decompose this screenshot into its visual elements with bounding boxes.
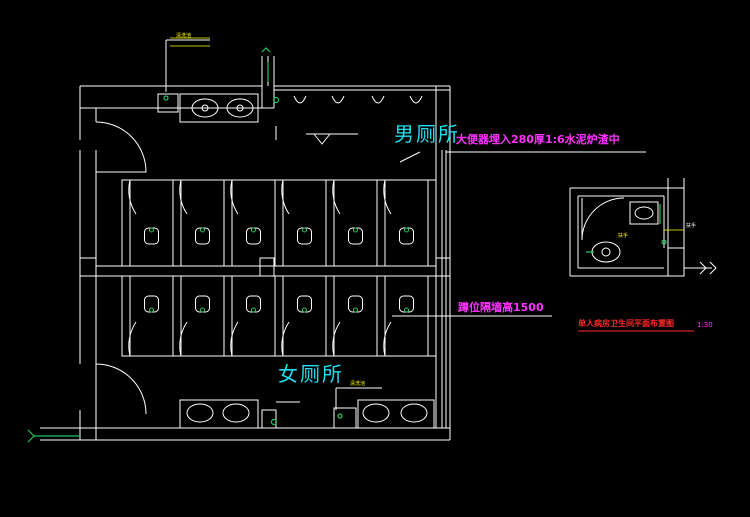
squat-toilet-icon (297, 295, 312, 313)
side-fixture-label: 扶手 (618, 233, 629, 239)
side-drawing-scale: 1:30 (697, 321, 713, 329)
column-icon (667, 247, 685, 277)
mop-sink-note-top (170, 37, 210, 47)
squat-toilet-icon (297, 227, 312, 245)
door-swing-arc-icon (230, 321, 239, 357)
mop-sink-note-top-label: 清洗池 (176, 33, 192, 39)
stall-partition (427, 179, 437, 267)
door-swing-arc-icon (383, 321, 392, 357)
door-swing-arc-icon (128, 179, 137, 215)
urinal-row (293, 95, 423, 104)
door-swing-arc-icon (332, 179, 341, 215)
squat-toilet-icon (195, 295, 210, 313)
door-swing-arc-icon (383, 179, 392, 215)
urinal-icon (371, 95, 385, 104)
door-swing-arc-icon (281, 321, 290, 357)
toilet-icon (629, 201, 659, 225)
squat-toilet-icon (348, 295, 363, 313)
squat-toilet-icon (399, 227, 414, 245)
side-drawing-title: 单人病房卫生间平面布置图 (578, 319, 674, 328)
door-swing-arc-icon (95, 121, 147, 415)
wash-basin-icon (400, 403, 428, 423)
door-swing-arc-icon (332, 321, 341, 357)
mop-sink-note-bottom-label: 清洗池 (350, 381, 366, 387)
door-swing-arc-icon (230, 179, 239, 215)
basin-counter-top (157, 93, 259, 123)
squat-toilet-icon (399, 295, 414, 313)
wash-basin-icon (591, 241, 621, 263)
door-swing-arc-icon (128, 321, 137, 357)
womens-room-label: 女厕所 (278, 362, 344, 386)
squat-toilet-icon (195, 227, 210, 245)
urinal-icon (409, 95, 423, 104)
wash-basin-icon (186, 403, 214, 423)
door-swing-arc-icon (281, 179, 290, 215)
squat-toilet-icon (144, 227, 159, 245)
wash-basin-icon (226, 98, 254, 118)
urinal-icon (293, 95, 307, 104)
squat-toilet-icon (348, 227, 363, 245)
squat-toilet-note: 大便器埋入280厚1:6水泥炉渣中 (456, 133, 620, 146)
side-grab-bar-label: 扶手 (686, 223, 697, 229)
squat-toilet-icon (144, 295, 159, 313)
squat-toilet-icon (246, 295, 261, 313)
lower-stalls (121, 275, 437, 357)
door-swing-arc-icon (179, 321, 188, 357)
upper-stalls (121, 179, 437, 267)
door-swing-arc-icon (179, 179, 188, 215)
partition-note: 蹲位隔墙高1500 (458, 301, 544, 314)
urinal-icon (331, 95, 345, 104)
mop-sink-icon (333, 407, 357, 429)
outer-walls (40, 85, 451, 441)
basin-counter-bottom (179, 399, 435, 429)
wash-basin-icon (191, 98, 219, 118)
wash-basin-icon (362, 403, 390, 423)
mens-room-label: 男厕所 (394, 122, 460, 146)
column-icon (79, 257, 451, 429)
squat-toilet-icon (246, 227, 261, 245)
mop-sink-icon (157, 93, 179, 113)
wash-basin-icon (222, 403, 250, 423)
